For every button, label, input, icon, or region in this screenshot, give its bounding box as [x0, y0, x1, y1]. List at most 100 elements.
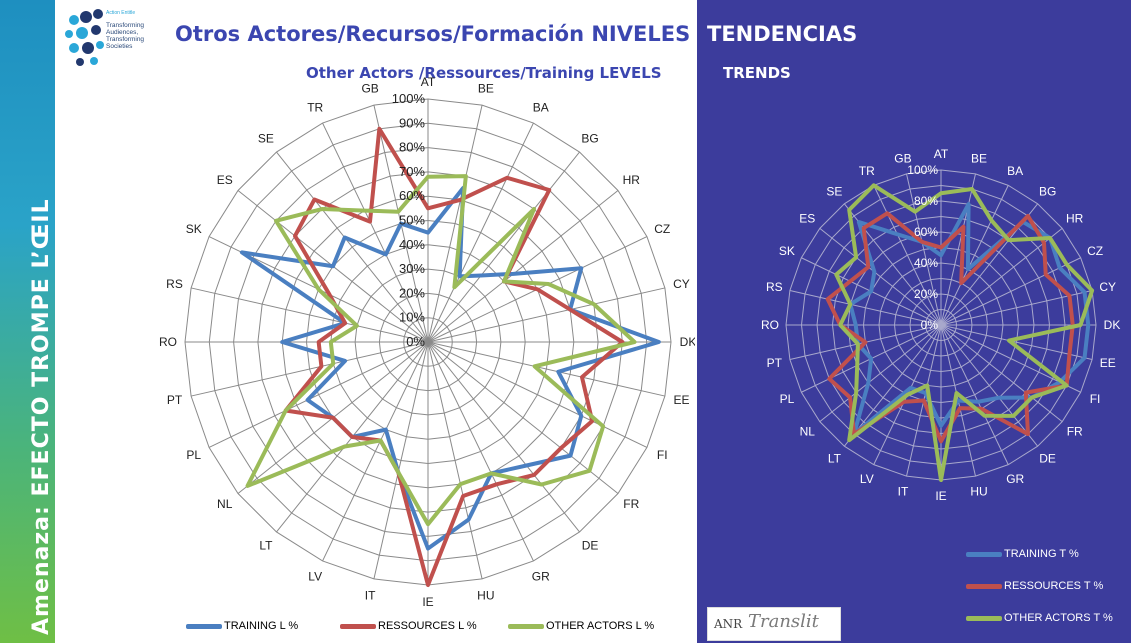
legend-label: OTHER ACTORS L % [546, 620, 655, 632]
category-label: SE [826, 184, 842, 198]
legend-label: TRAINING T % [1004, 548, 1079, 560]
category-label: SE [258, 132, 274, 146]
category-label: DK [1104, 318, 1121, 332]
grid-spoke [940, 324, 1039, 447]
legend-item-other-actors-trend: OTHER ACTORS T % [966, 612, 1113, 624]
category-label: FI [1090, 392, 1101, 406]
tick-label: 70% [399, 164, 425, 179]
grid-spoke [427, 104, 483, 343]
translit-text: Translit [748, 611, 819, 632]
category-label: RO [159, 335, 177, 349]
grid-spoke [208, 341, 429, 448]
grid-spoke [427, 341, 648, 448]
category-label: AT [421, 75, 436, 89]
category-label: FI [657, 448, 668, 462]
logo-tagline-small: Action Entitle [106, 10, 136, 16]
category-label: GR [1006, 472, 1024, 486]
category-label: TR [307, 101, 323, 115]
logo-line: Audiences, [106, 29, 139, 36]
grid-spoke [940, 290, 1093, 326]
series-line [239, 186, 661, 551]
category-label: NL [217, 497, 233, 511]
grid-spoke [373, 341, 429, 580]
legend-item-training-trend: TRAINING T % [966, 548, 1079, 560]
grid-spoke [427, 341, 580, 533]
category-label: BE [971, 151, 987, 165]
series-line [834, 183, 1095, 482]
category-label: LV [308, 569, 322, 583]
grid-spoke [190, 341, 429, 397]
category-label: BG [581, 132, 598, 146]
tick-label: 100% [392, 91, 426, 106]
grid-spoke [819, 227, 942, 326]
trends-subtitle: TRENDS [723, 64, 791, 82]
project-logo: Action Entitle Transforming Audiences, T… [60, 8, 152, 80]
category-label: FR [623, 497, 639, 511]
grid-spoke [427, 341, 666, 397]
anr-text: ANR [714, 617, 743, 631]
category-label: PL [780, 392, 795, 406]
legend-item-training: TRAINING L % [186, 620, 298, 632]
grid-spoke [940, 185, 1009, 326]
sidebar: Amenaza: EFECTO TROMPE L’ŒIL [0, 0, 55, 643]
category-label: AT [934, 147, 949, 161]
logo-tagline: Transforming Audiences, Transforming Soc… [106, 22, 154, 50]
grid-spoke [940, 173, 976, 326]
category-label: SK [779, 244, 795, 258]
category-label: LV [860, 472, 874, 486]
category-label: IE [935, 489, 946, 503]
legend-swatch [966, 583, 1002, 589]
trends-panel: TENDENCIAS TRENDS [697, 0, 1131, 643]
anr-translit-logo: ANR Translit [707, 607, 841, 641]
category-label: RO [761, 318, 779, 332]
category-label: ES [799, 211, 815, 225]
tick-label: 100% [907, 163, 938, 177]
series-line [283, 126, 625, 587]
category-label: BG [1039, 184, 1056, 198]
category-label: CY [1099, 280, 1116, 294]
grid-spoke [427, 190, 619, 343]
page-title: Otros Actores/Recursos/Formación NIVELES [175, 22, 691, 46]
grid-spoke [427, 287, 666, 343]
grid-spoke [940, 257, 1081, 326]
tick-label: 80% [399, 140, 425, 155]
category-label: BE [478, 82, 494, 96]
grid-spoke [906, 173, 942, 326]
tick-label: 40% [914, 256, 938, 270]
tick-label: 10% [399, 310, 425, 325]
grid-spoke [873, 185, 942, 326]
series-line [245, 174, 637, 527]
grid-spoke [940, 324, 1009, 465]
tick-label: 40% [399, 237, 425, 252]
category-label: CZ [654, 222, 670, 236]
grid-spoke [843, 324, 942, 447]
category-label: LT [259, 538, 273, 552]
tick-label: 50% [399, 213, 425, 228]
category-label: CY [673, 277, 690, 291]
category-label: BA [1007, 164, 1023, 178]
category-label: ES [217, 173, 233, 187]
category-label: HR [1066, 211, 1084, 225]
category-label: RS [166, 277, 183, 291]
legend-label: RESSOURCES T % [1004, 580, 1104, 592]
grid-spoke [819, 324, 942, 423]
legend-swatch [340, 623, 376, 629]
category-label: DE [1039, 452, 1056, 466]
legend-item-other-actors: OTHER ACTORS L % [508, 620, 654, 632]
grid-spoke [940, 324, 1081, 393]
category-label: DK [680, 335, 695, 349]
page-subtitle: Other Actors /Ressources/Training LEVELS [306, 64, 662, 82]
grid-spoke [322, 341, 429, 562]
grid-spoke [322, 122, 429, 343]
category-label: IT [898, 485, 909, 499]
logo-line: Transforming [106, 22, 145, 29]
grid-spoke [427, 341, 483, 580]
grid-spoke [940, 227, 1063, 326]
logo-line: Transforming [106, 36, 145, 43]
category-label: LT [828, 452, 842, 466]
category-label: CZ [1087, 244, 1103, 258]
grid-spoke [427, 341, 534, 562]
grid-spoke [276, 151, 429, 343]
